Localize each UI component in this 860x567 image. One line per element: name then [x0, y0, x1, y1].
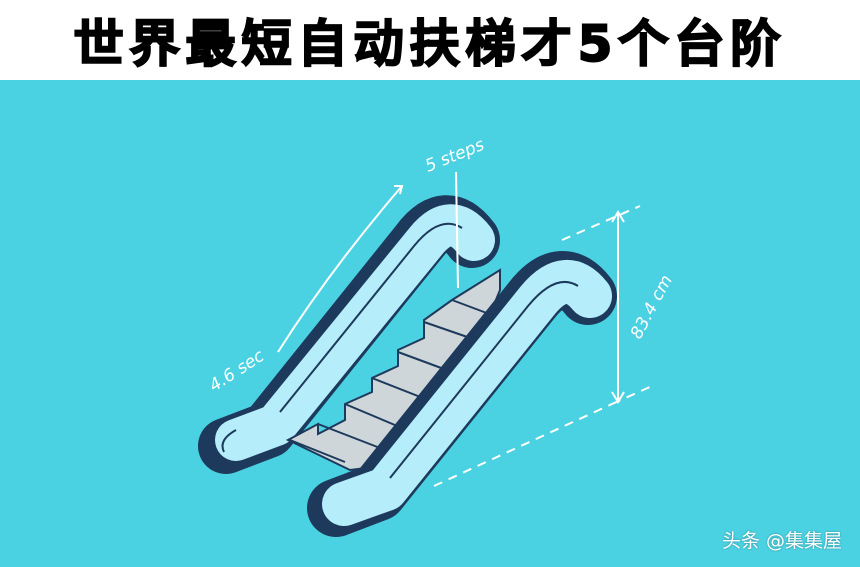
annotations: [277, 171, 653, 487]
watermark: 头条 @集集屋: [721, 530, 842, 552]
page-title: 世界最短自动扶梯才5个台阶: [73, 14, 787, 74]
right-handrail: [307, 251, 617, 537]
left-handrail: [198, 195, 500, 474]
time-arrow: [277, 185, 403, 353]
dashed-guides: [433, 205, 653, 487]
height-label: 83.4 cm: [627, 272, 677, 342]
escalator-illustration: 5 steps 4.6 sec 83.4 cm: [198, 135, 677, 537]
time-label: 4.6 sec: [206, 346, 269, 396]
steps-pointer: [455, 171, 459, 289]
steps-label: 5 steps: [422, 135, 487, 177]
title-bar: 世界最短自动扶梯才5个台阶: [0, 0, 860, 80]
